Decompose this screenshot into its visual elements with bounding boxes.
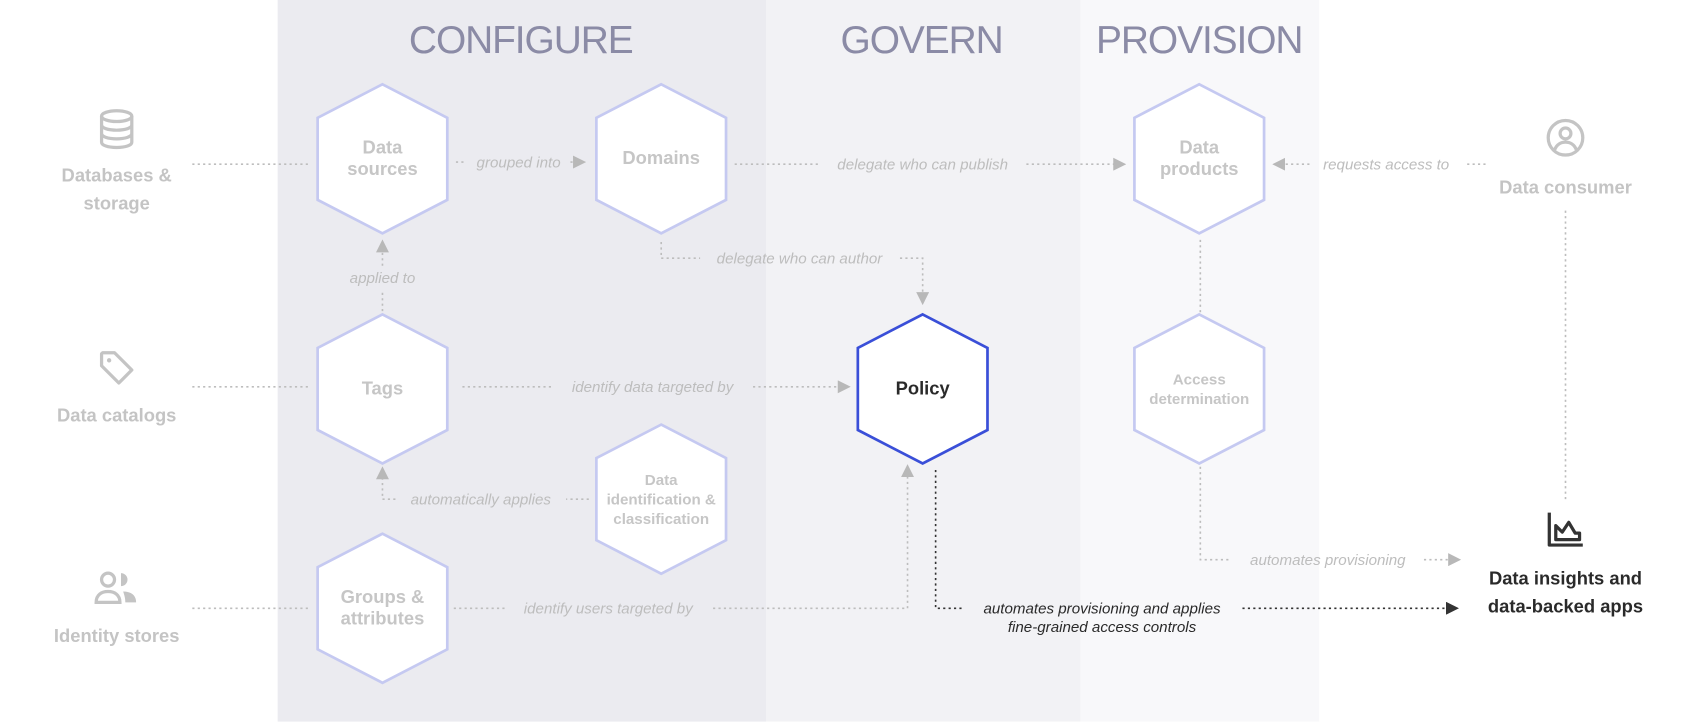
edge-label-automates-provisioning: automates provisioning xyxy=(1250,551,1406,569)
edge-label-applied-to: applied to xyxy=(349,269,416,287)
stage-configure: CONFIGURE xyxy=(408,17,634,62)
node-groups[interactable]: Groups & attributes xyxy=(340,586,425,629)
edge-label-delegate-author: delegate who can author xyxy=(716,249,883,267)
tag-icon xyxy=(98,350,135,392)
node-data-identification[interactable]: Data identification & classification xyxy=(606,471,716,528)
consumer-label: Data consumer xyxy=(1499,177,1632,198)
users-icon xyxy=(94,570,139,610)
edge-label-grouped-into: grouped into xyxy=(476,153,561,171)
hexagon-groups xyxy=(316,532,449,685)
node-data-sources[interactable]: Data sources xyxy=(347,137,418,180)
hexagon-policy xyxy=(856,312,989,466)
edge-policy-insights xyxy=(934,469,1457,608)
edge-auto-applies xyxy=(382,469,589,500)
hexagon-data-identification xyxy=(595,423,728,576)
node-policy[interactable]: Policy xyxy=(895,378,950,399)
node-access-determination[interactable]: Access determination xyxy=(1149,370,1250,408)
hexagon-access-determination xyxy=(1133,312,1266,466)
user-circle-icon xyxy=(1545,117,1586,163)
edge-label-identify-data: identify data targeted by xyxy=(571,378,734,396)
area-chart-icon xyxy=(1546,510,1585,554)
edge-delegate-author xyxy=(660,242,922,303)
node-tags[interactable]: Tags xyxy=(361,378,404,399)
source-databases-label: Databases & storage xyxy=(61,165,172,214)
edge-label-requests-access: requests access to xyxy=(1323,155,1450,173)
source-catalogs-label: Data catalogs xyxy=(56,405,177,426)
node-domains[interactable]: Domains xyxy=(622,148,700,169)
node-data-products[interactable]: Data products xyxy=(1159,137,1239,180)
edge-label-auto-applies: automatically applies xyxy=(410,490,551,508)
hexagon-data-products xyxy=(1133,82,1266,235)
hexagon-tags xyxy=(316,312,449,466)
edge-label-policy-out: automates provisioning and applies fine-… xyxy=(983,599,1221,636)
edge-identify-users xyxy=(453,467,908,610)
stage-govern: GOVERN xyxy=(840,17,1004,62)
edge-label-delegate-publish: delegate who can publish xyxy=(837,155,1009,173)
insights-label: Data insights and data-backed apps xyxy=(1487,568,1644,617)
hexagon-data-sources xyxy=(316,82,449,235)
edge-label-identify-users: identify users targeted by xyxy=(523,599,693,617)
hexagon-domains xyxy=(595,82,728,235)
source-identity-label: Identity stores xyxy=(53,625,180,647)
database-icon xyxy=(98,109,135,155)
edge-access-insights xyxy=(1199,466,1458,560)
stage-provision: PROVISION xyxy=(1096,17,1303,62)
